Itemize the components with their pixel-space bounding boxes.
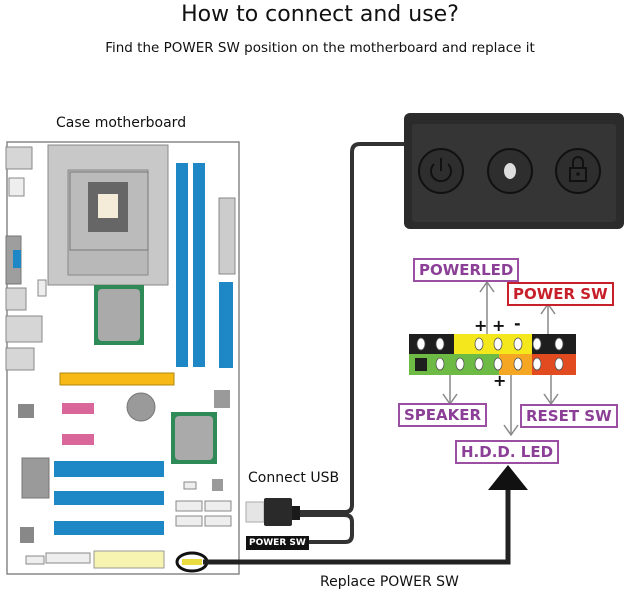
power-button-device	[404, 113, 624, 229]
label-power-sw: POWER SW	[507, 282, 614, 306]
motherboard-label: Case motherboard	[56, 115, 187, 131]
sign-minus: -	[514, 314, 521, 333]
sign-plus-powerled: +	[474, 316, 488, 335]
connect-usb-label: Connect USB	[248, 470, 340, 486]
replace-arrow-head	[488, 465, 528, 490]
lock-button[interactable]	[555, 148, 601, 194]
label-powerled: POWERLED	[413, 258, 520, 282]
power-sw-cable	[296, 513, 354, 544]
pin-arrows	[442, 280, 559, 437]
replace-arrow-line	[203, 488, 511, 565]
fingerprint-icon	[504, 163, 516, 179]
power-sw-connector-tag: POWER SW	[246, 536, 309, 550]
lock-icon	[569, 156, 587, 182]
page-subtitle: Find the POWER SW position on the mother…	[105, 40, 535, 56]
usb-cable	[298, 142, 404, 514]
label-reset-sw: RESET SW	[520, 404, 618, 428]
page-title: How to connect and use?	[181, 2, 459, 27]
motherboard-board	[5, 141, 240, 575]
sign-plus-hdd: +	[493, 371, 507, 390]
replace-power-sw-label: Replace POWER SW	[320, 574, 459, 590]
sign-plus-2: +	[492, 316, 506, 335]
label-speaker: SPEAKER	[398, 403, 488, 427]
pin-header	[409, 334, 576, 375]
cpu-socket	[47, 144, 169, 286]
usb-plug	[245, 498, 300, 526]
label-hdd-led: H.D.D. LED	[455, 440, 560, 464]
power-icon	[430, 158, 452, 183]
